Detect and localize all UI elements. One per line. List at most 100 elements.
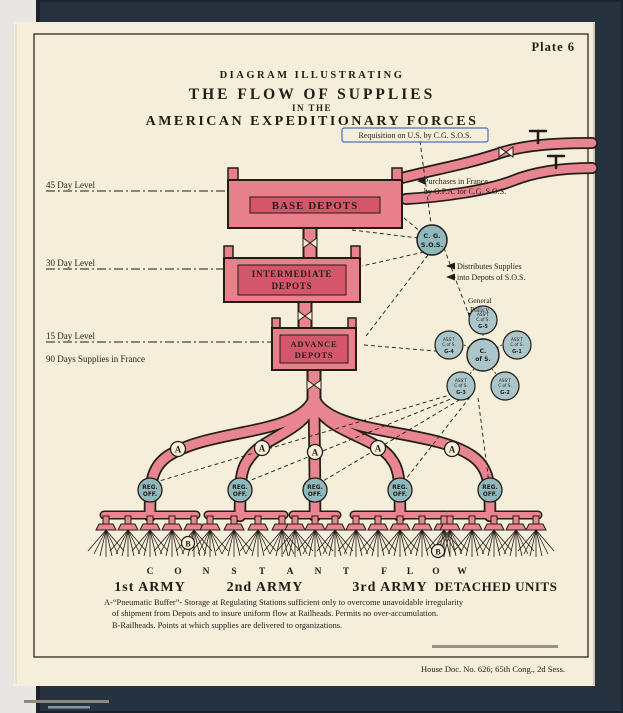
buffer-a-label: A bbox=[449, 445, 456, 455]
intermediate-depots-label-2: DEPOTS bbox=[272, 281, 313, 291]
requisition-label: Requisition on U.S. by C.G. S.O.S. bbox=[359, 131, 472, 140]
footnote-b: B-Railheads. Points at which supplies ar… bbox=[112, 621, 342, 630]
purchases-label-2: by G.P.A. for C.G. S.O.S. bbox=[424, 187, 506, 196]
sat-l2: C.of S. bbox=[476, 317, 490, 322]
staff-satellite-g3: ASS'T C.of S. G-3 bbox=[446, 371, 476, 401]
title-line-4: AMERICAN EXPEDITIONARY FORCES bbox=[146, 114, 479, 129]
sat-l2: C.of S. bbox=[498, 383, 512, 388]
buffer-a-label: A bbox=[175, 445, 182, 455]
sat-l1: ASS'T bbox=[477, 312, 489, 317]
sat-l2: C.of S. bbox=[510, 342, 524, 347]
advance-depots-label-2: DEPOTS bbox=[295, 350, 334, 360]
cg-label-2: S.O.S. bbox=[421, 241, 443, 249]
distributes-label-1: Distributes Supplies bbox=[457, 262, 522, 271]
flow-letter: C bbox=[147, 567, 154, 577]
army-label-4: DETACHED UNITS bbox=[435, 579, 558, 594]
flow-letter: F bbox=[381, 567, 387, 577]
house-doc-reference: House Doc. No. 626; 65th Cong., 2d Sess. bbox=[421, 664, 565, 674]
flow-letter: T bbox=[343, 567, 350, 577]
army-label-3: 3rd ARMY bbox=[352, 580, 427, 595]
reg-off-label: OFF. bbox=[143, 492, 157, 498]
buffer-a-label: A bbox=[259, 444, 266, 454]
flow-letter: A bbox=[287, 567, 294, 577]
cg-label-1: C. G. bbox=[423, 232, 440, 240]
sat-l3: G-4 bbox=[444, 349, 454, 355]
title-line-3: IN THE bbox=[292, 103, 332, 113]
base-depots-tank: BASE DEPOTS bbox=[227, 167, 403, 229]
sat-l1: ASS'T bbox=[499, 378, 511, 383]
footnote-a-line-2: of shipment from Depots and to insure un… bbox=[112, 609, 438, 618]
railhead-b-label: B bbox=[435, 548, 441, 557]
reg-off-label: OFF. bbox=[393, 492, 407, 498]
flow-letters-row: C O N S T A N T F L O W bbox=[147, 567, 468, 577]
staff-cluster: C. of S. ASS'T C.of S. G-5 ASS'T C.of S.… bbox=[434, 305, 532, 401]
sat-l2: C.of S. bbox=[442, 342, 456, 347]
railhead-b-markers: B B bbox=[180, 535, 446, 559]
level-30-label: 30 Day Level bbox=[46, 258, 95, 268]
faucet-handles bbox=[528, 129, 566, 170]
army-label-1: 1st ARMY bbox=[114, 580, 185, 595]
engraver-microprint bbox=[432, 645, 558, 648]
staff-satellite-g2: ASS'T C.of S. G-2 bbox=[490, 371, 520, 401]
flow-letter: W bbox=[457, 567, 467, 577]
day-level-lines bbox=[46, 190, 272, 343]
cg-sos-circle: C. G. S.O.S. bbox=[416, 224, 448, 256]
staff-center-1: C. bbox=[480, 348, 487, 355]
flow-letter: N bbox=[203, 567, 210, 577]
flow-letter: T bbox=[259, 567, 266, 577]
sat-l1: ASS'T bbox=[511, 337, 523, 342]
cover-microprint bbox=[48, 706, 90, 709]
staff-satellite-g4: ASS'T C.of S. G-4 bbox=[434, 330, 464, 360]
sat-l2: C.of S. bbox=[454, 383, 468, 388]
plate-border bbox=[33, 33, 589, 658]
flow-letter: S bbox=[231, 567, 236, 577]
buffer-a-label: A bbox=[312, 448, 319, 458]
reg-off-label: REG. bbox=[307, 485, 322, 491]
flow-letter: N bbox=[315, 567, 322, 577]
railhead-b-label: B bbox=[185, 540, 191, 549]
sat-l3: G-3 bbox=[456, 390, 466, 396]
reg-off-label: REG. bbox=[482, 485, 497, 491]
intermediate-depots-tank: INTERMEDIATE DEPOTS bbox=[223, 245, 361, 303]
footnote-a-line-1: A-“Pneumatic Buffer”- Storage at Regulat… bbox=[104, 598, 464, 607]
level-45-label: 45 Day Level bbox=[46, 180, 95, 190]
general-policy-label-1: General bbox=[468, 296, 492, 305]
sat-l1: ASS'T bbox=[455, 378, 467, 383]
staff-satellite-g5: ASS'T C.of S. G-5 bbox=[468, 305, 498, 335]
requisition-box bbox=[341, 127, 489, 143]
advance-depots-tank: ADVANCE DEPOTS bbox=[271, 317, 357, 371]
title-line-2: THE FLOW OF SUPPLIES bbox=[189, 86, 435, 103]
distributes-label-2: into Depots of S.O.S. bbox=[457, 273, 525, 282]
reg-off-label: OFF. bbox=[308, 492, 322, 498]
flow-letter: O bbox=[432, 567, 439, 577]
sat-l3: G-2 bbox=[500, 390, 510, 396]
flow-letter: O bbox=[174, 567, 181, 577]
advance-depots-label-1: ADVANCE bbox=[290, 339, 337, 349]
supplies-90-label: 90 Days Supplies in France bbox=[46, 354, 145, 364]
reg-off-label: OFF. bbox=[483, 492, 497, 498]
plate-label: Plate 6 bbox=[532, 40, 575, 54]
sat-l1: ASS'T bbox=[443, 337, 455, 342]
buffer-a-circles: A A A A A bbox=[169, 439, 461, 461]
intermediate-depots-label-1: INTERMEDIATE bbox=[252, 269, 332, 279]
reg-off-label: OFF. bbox=[233, 492, 247, 498]
distributes-arrow-2 bbox=[446, 273, 455, 281]
title-line-1: DIAGRAM ILLUSTRATING bbox=[220, 70, 405, 81]
dashed-policy-lines bbox=[155, 140, 490, 485]
base-depots-label: BASE DEPOTS bbox=[272, 200, 359, 212]
sat-l3: G-5 bbox=[478, 324, 488, 330]
buffer-a-label: A bbox=[375, 444, 382, 454]
reg-off-label: REG. bbox=[392, 485, 407, 491]
flow-letter: L bbox=[407, 567, 413, 577]
margin-microprint bbox=[24, 700, 109, 703]
sat-l3: G-1 bbox=[512, 349, 522, 355]
level-15-label: 15 Day Level bbox=[46, 331, 95, 341]
purchases-arrow bbox=[417, 177, 425, 185]
army-label-2: 2nd ARMY bbox=[227, 580, 304, 595]
reg-off-circles: REG. OFF. REG. OFF. REG. OFF. REG. OFF. … bbox=[137, 477, 503, 503]
staff-center-2: of S. bbox=[475, 356, 490, 363]
distributes-arrow-1 bbox=[446, 262, 455, 270]
staff-satellite-g1: ASS'T C.of S. G-1 bbox=[502, 330, 532, 360]
purchases-label-1: Purchases in France bbox=[424, 177, 488, 186]
